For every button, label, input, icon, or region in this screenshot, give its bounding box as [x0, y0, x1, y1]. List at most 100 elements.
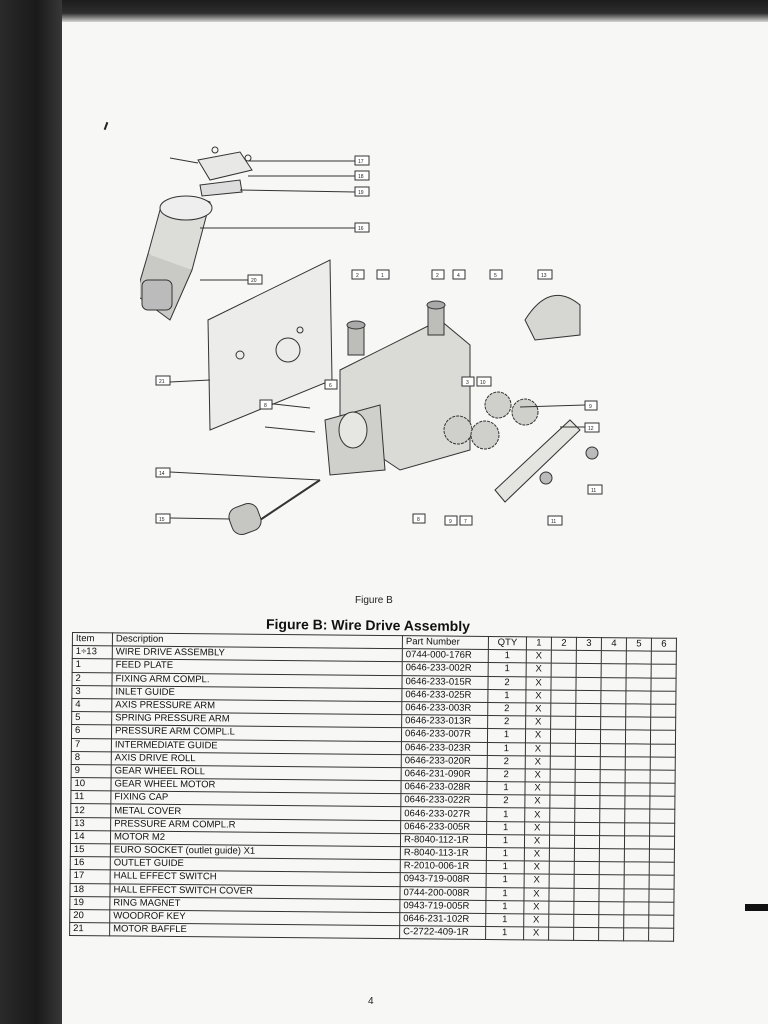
callout-16: 16	[354, 222, 370, 233]
svg-text:7: 7	[464, 519, 467, 525]
cell-col-6	[649, 835, 675, 850]
svg-text:11: 11	[591, 488, 596, 494]
cell-col-2	[550, 716, 576, 730]
cell-part-number: 0646-233-007R	[401, 727, 488, 742]
cell-col-3	[573, 927, 599, 941]
cell-col-5	[625, 756, 651, 770]
cell-qty: 1	[485, 900, 524, 914]
cell-col-6	[650, 769, 676, 784]
cell-item: 6	[71, 724, 112, 739]
cell-item: 14	[70, 830, 111, 844]
cell-col-4	[600, 690, 626, 704]
cell-col-1: X	[523, 887, 550, 901]
col-qty-header: QTY	[488, 636, 527, 651]
cell-col-5	[624, 782, 651, 797]
cell-col-2	[550, 729, 576, 743]
cell-col-3	[575, 690, 601, 704]
cell-qty: 1	[485, 887, 525, 901]
cell-item: 10	[70, 777, 112, 792]
svg-text:12: 12	[588, 426, 594, 432]
callout-labels: 17 18 19 16 20 21 2 1 2 4 5 13 3 10 6 9 …	[155, 155, 603, 526]
cell-item: 4	[71, 698, 112, 713]
callout-20: 20	[247, 274, 263, 285]
callout-8b: 8	[412, 513, 426, 524]
edge-mark	[745, 904, 768, 911]
cell-col-4	[599, 848, 625, 862]
cell-col-6	[649, 862, 675, 876]
cell-item: 9	[71, 764, 112, 778]
callout-8a: 8	[259, 399, 273, 410]
cell-col-4	[601, 650, 627, 665]
cell-qty: 1	[486, 860, 525, 875]
cell-col-6	[649, 822, 675, 837]
cell-col-1: X	[523, 926, 549, 941]
cell-col-5	[624, 835, 650, 850]
svg-text:11: 11	[551, 519, 556, 525]
cell-item: 3	[71, 685, 112, 699]
cell-col-4	[600, 769, 626, 783]
cell-item: 11	[70, 790, 111, 805]
figure-title: Figure B: Wire Drive Assembly	[265, 615, 471, 635]
cell-col-1: X	[526, 650, 552, 664]
cell-qty: 1	[487, 689, 526, 703]
cell-part-number: 0646-231-102R	[399, 912, 486, 927]
cell-item: 18	[69, 883, 111, 897]
cell-col-6	[648, 901, 674, 916]
cell-col-5	[624, 875, 650, 889]
col-3-header: 3	[576, 637, 602, 651]
cell-col-5	[624, 861, 650, 876]
svg-text:9: 9	[449, 519, 452, 525]
cell-col-6	[650, 703, 676, 718]
cell-qty: 2	[487, 715, 526, 730]
col-6-header: 6	[651, 638, 677, 652]
cell-description: MOTOR BAFFLE	[109, 923, 400, 939]
callout-10: 10	[476, 376, 492, 387]
callout-12: 12	[584, 422, 600, 433]
svg-text:8: 8	[264, 403, 267, 409]
cell-col-4	[600, 729, 626, 744]
cell-col-5	[624, 796, 650, 810]
callout-21: 21	[155, 375, 171, 386]
cell-col-1: X	[524, 795, 550, 809]
cell-col-2	[551, 663, 577, 677]
cell-col-2	[549, 821, 575, 836]
cell-col-2	[548, 927, 574, 941]
cell-item: 12	[70, 803, 111, 818]
callout-11b: 11	[547, 515, 563, 526]
cell-item: 21	[69, 922, 110, 937]
cell-col-4	[598, 888, 625, 902]
cell-col-4	[601, 663, 627, 678]
cell-part-number: 0646-233-028R	[400, 780, 488, 795]
cell-col-5	[623, 927, 649, 942]
callout-13: 13	[537, 269, 553, 280]
cell-col-4	[600, 716, 626, 731]
cell-col-2	[549, 874, 575, 888]
cell-col-3	[573, 887, 600, 902]
cell-col-6	[651, 651, 677, 665]
cell-part-number: C-2722-409-1R	[399, 925, 486, 940]
cell-col-5	[623, 901, 649, 915]
cell-item: 1	[72, 658, 113, 673]
svg-text:3: 3	[466, 380, 469, 386]
cell-qty: 2	[487, 768, 526, 782]
cell-col-4	[599, 822, 625, 836]
cell-col-5	[624, 848, 650, 863]
cell-col-3	[573, 901, 599, 915]
cell-col-2	[549, 834, 575, 849]
svg-text:16: 16	[358, 226, 364, 232]
cell-col-1: X	[525, 689, 551, 704]
col-item-header: Item	[72, 632, 113, 647]
cell-col-6	[649, 875, 675, 889]
cell-col-3	[574, 874, 600, 889]
cell-col-3	[574, 795, 600, 810]
cell-col-2	[550, 689, 576, 704]
callout-19: 19	[354, 186, 370, 197]
cell-item: 16	[70, 856, 111, 871]
callout-3: 3	[461, 376, 475, 387]
cell-col-5	[625, 690, 651, 704]
cell-col-3	[575, 703, 601, 717]
col-5-header: 5	[626, 637, 652, 652]
cell-col-3	[574, 848, 600, 862]
figure-caption: Figure B	[355, 595, 393, 606]
cell-col-4	[599, 874, 625, 889]
